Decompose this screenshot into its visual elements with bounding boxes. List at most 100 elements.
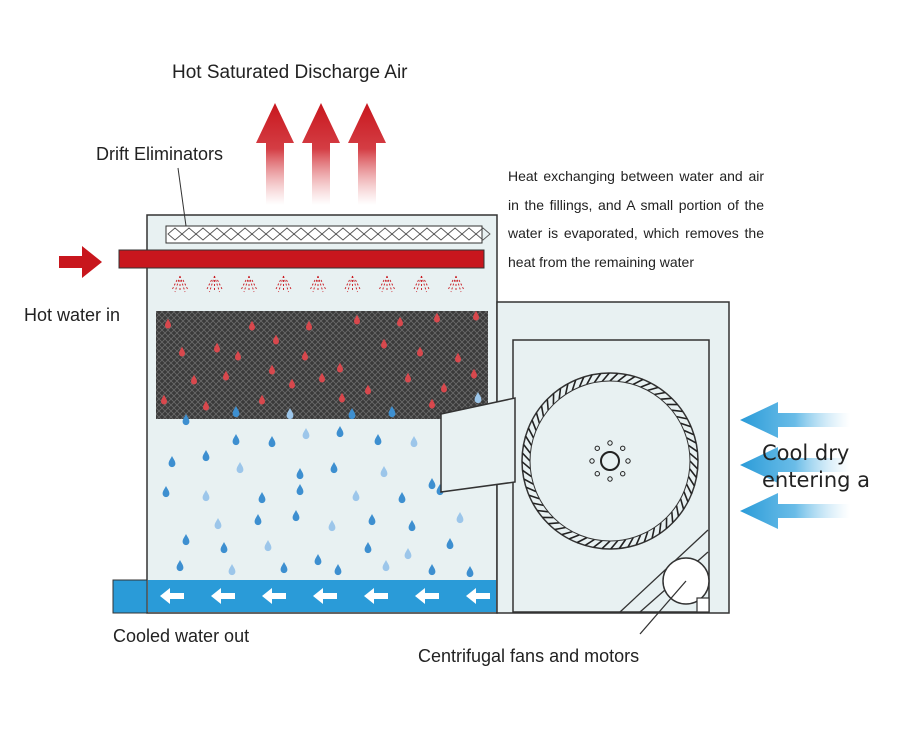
spray-icon [413,275,430,293]
water-drop-icon [348,408,356,420]
hot-water-in-label: Hot water in [24,305,121,325]
water-drop-icon [286,408,294,420]
air-inlet-arrows [740,402,850,529]
spray-icon [240,275,258,293]
fans-motors-label: Centrifugal fans and motors [418,646,640,666]
water-drop-icon [232,406,240,418]
spray-icon [309,275,327,293]
water-drop-icon [314,554,322,566]
spray-icon [206,275,223,293]
left-arrow-icon [466,588,490,604]
water-drop-icon [417,346,423,357]
water-drop-icon [473,310,479,321]
water-drop-icon [179,346,185,357]
water-drops [161,310,482,578]
water-drop-icon [428,478,436,490]
water-drop-icon [397,316,403,327]
water-drop-icon [466,566,474,578]
water-drop-icon [232,434,240,446]
water-drop-icon [408,520,416,532]
water-drop-icon [471,368,477,379]
water-drop-icon [352,490,360,502]
heat-exchange-note: Heat exchanging between water and air in… [508,168,764,270]
water-drop-icon [404,548,412,560]
water-drop-icon [455,352,461,363]
water-drop-icon [374,434,382,446]
water-drop-icon [214,342,220,353]
spray-nozzles [171,275,465,293]
spray-icon [171,275,189,293]
water-drop-icon [380,466,388,478]
water-drop-icon [368,514,376,526]
water-drop-icon [296,484,304,496]
water-drop-icon [223,370,229,381]
water-drop-icon [168,456,176,468]
basin-outlet [112,579,148,614]
water-drop-icon [328,520,336,532]
left-arrow-icon [364,588,388,604]
water-drop-icon [268,436,276,448]
hot-water-pipe [118,249,485,269]
water-drop-icon [161,394,167,405]
water-drop-icon [474,392,482,404]
water-drop-icon [220,542,228,554]
water-drop-icon [296,468,304,480]
water-drop-icon [264,540,272,552]
water-drop-icon [176,560,184,572]
spray-icon [275,275,292,293]
water-drop-icon [214,518,222,530]
water-drop-icon [446,538,454,550]
water-drop-icon [365,384,371,395]
water-drop-icon [319,372,325,383]
water-drop-icon [306,320,312,331]
left-arrow-icon [740,493,850,529]
water-drop-icon [280,562,288,574]
left-arrow-icon [415,588,439,604]
left-arrow-icon [262,588,286,604]
water-drop-icon [202,450,210,462]
water-drop-icon [273,334,279,345]
water-drop-icon [398,492,406,504]
water-drop-icon [228,564,236,576]
water-drop-icon [182,414,190,426]
water-drop-icon [381,338,387,349]
water-drop-icon [441,382,447,393]
fan-wheel-icon [521,372,699,550]
water-drop-icon [203,400,209,411]
water-drop-icon [302,350,308,361]
water-drop-icon [235,350,241,361]
water-drop-icon [191,374,197,385]
basin-flow-arrows [160,588,490,604]
air-inlet-label-line1: Cool dry [762,441,850,465]
water-drop-icon [388,406,396,418]
left-arrow-icon [160,588,184,604]
water-drop-icon [165,318,171,329]
water-drop-icon [269,364,275,375]
water-drop-icon [249,320,255,331]
water-drop-icon [334,564,342,576]
right-arrow-icon [59,246,102,278]
discharge-arrows [256,103,386,205]
left-arrow-icon [740,402,850,438]
water-drop-icon [428,564,436,576]
air-inlet-label-line2: entering a [762,468,871,492]
air-inlet-label: Cool dry entering a [762,440,870,494]
water-drop-icon [289,378,295,389]
water-drop-icon [339,392,345,403]
up-arrow-icon [348,103,386,205]
water-drop-icon [382,560,390,572]
cooled-water-out-label: Cooled water out [113,626,250,646]
water-drop-icon [354,314,360,325]
water-drop-icon [202,490,210,502]
left-arrow-icon [313,588,337,604]
water-drop-icon [364,542,372,554]
spray-icon [447,275,465,293]
water-drop-icon [434,312,440,323]
water-drop-icon [405,372,411,383]
water-drop-icon [254,514,262,526]
left-arrow-icon [211,588,235,604]
water-drop-icon [182,534,190,546]
up-arrow-icon [256,103,294,205]
